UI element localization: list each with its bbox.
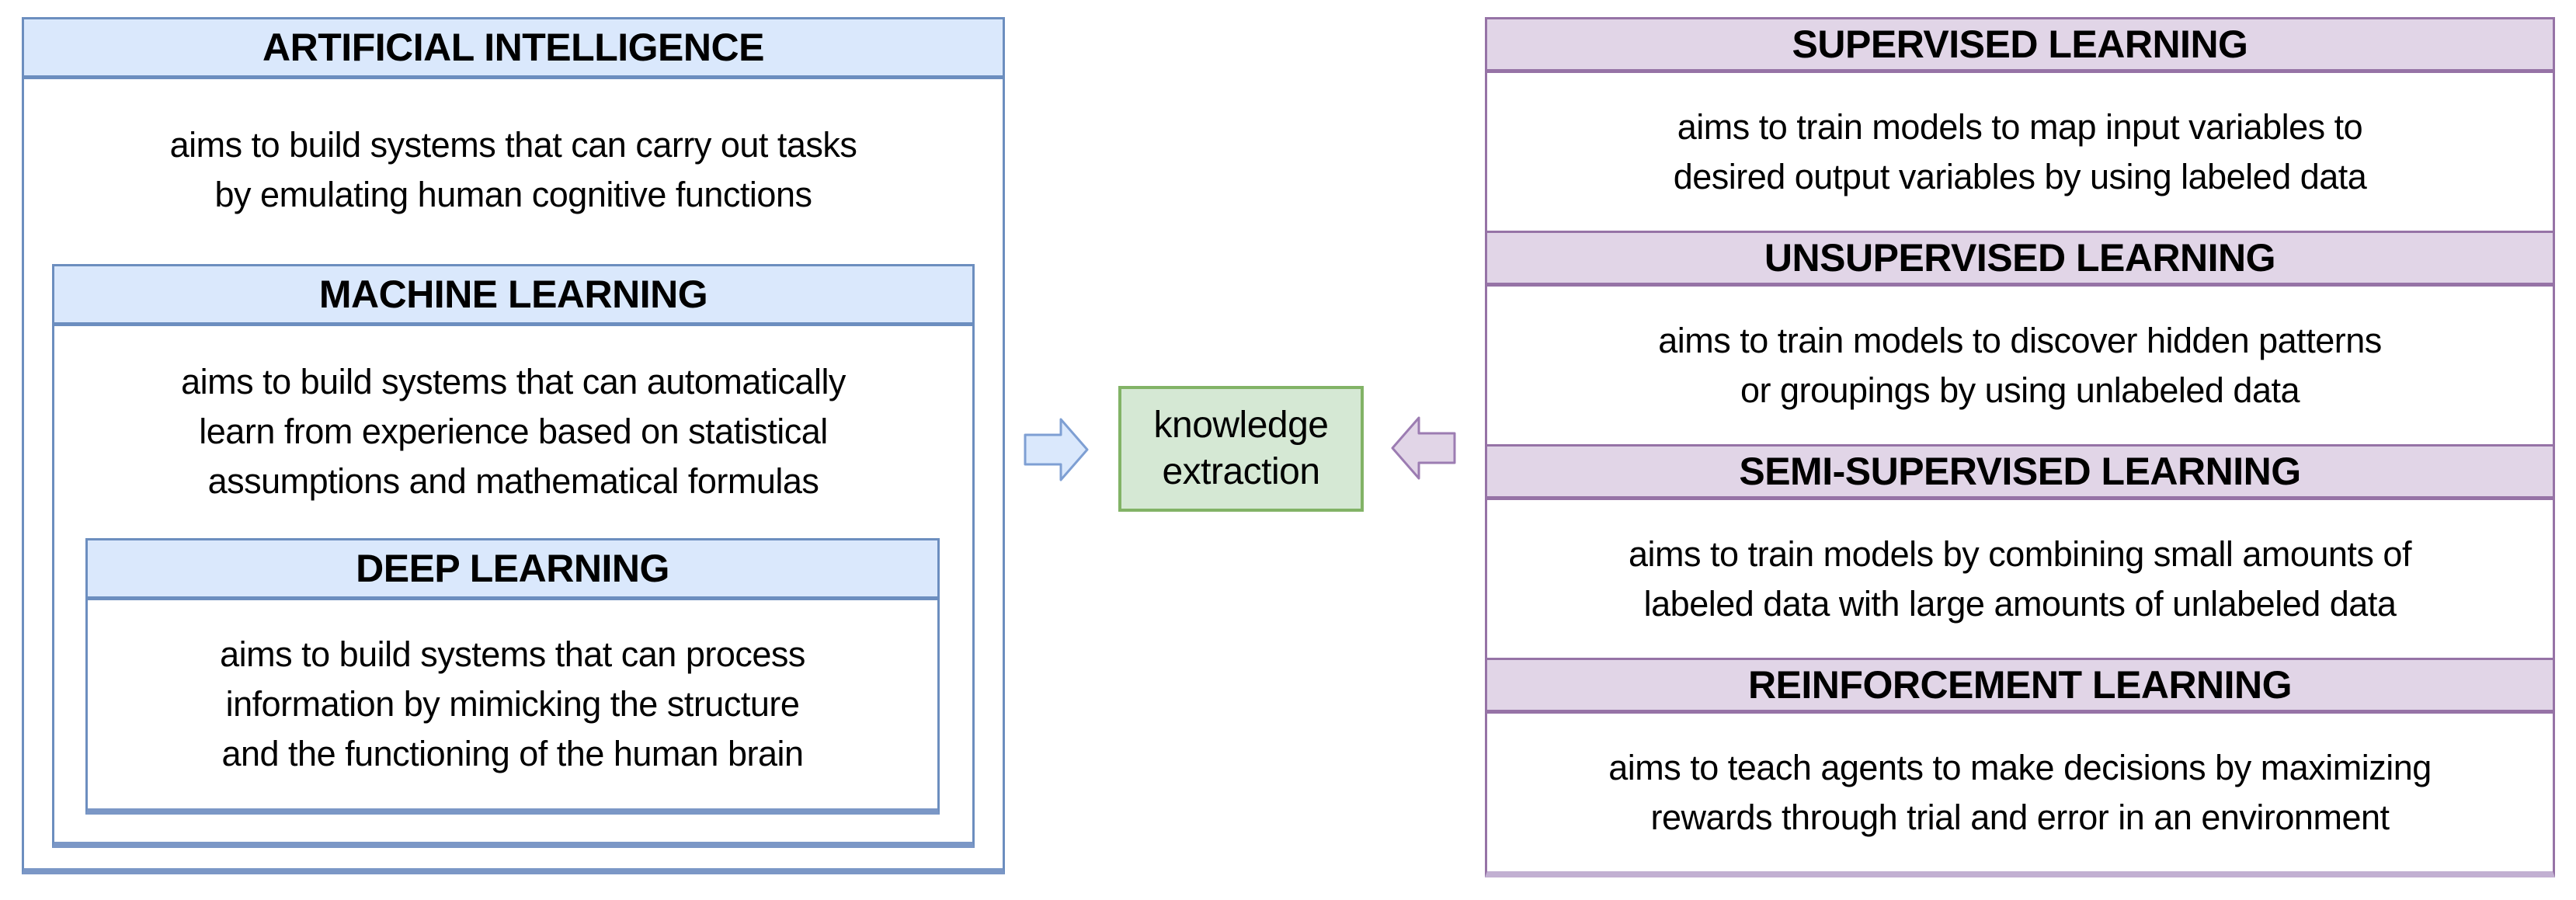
description-line: and the functioning of the human brain	[221, 734, 804, 773]
machine-learning-box: MACHINE LEARNING aims to build systems t…	[52, 264, 975, 848]
description-line: aims to build systems that can carry out…	[169, 125, 857, 165]
description-line: assumptions and mathematical formulas	[207, 461, 819, 501]
artificial-intelligence-title: ARTIFICIAL INTELLIGENCE	[262, 26, 764, 69]
deep-learning-title: DEEP LEARNING	[356, 547, 669, 590]
deep-learning-header: DEEP LEARNING	[88, 540, 937, 600]
description-line: by emulating human cognitive functions	[214, 175, 812, 214]
description-line: learn from experience based on statistic…	[199, 412, 828, 451]
description-line: aims to train models by combining small …	[1629, 533, 2411, 574]
reinforcement-learning-header: REINFORCEMENT LEARNING	[1487, 658, 2553, 714]
description-line: information by mimicking the structure	[225, 684, 800, 724]
description-line: desired output variables by using labele…	[1673, 156, 2367, 196]
description-line: aims to teach agents to make decisions b…	[1608, 747, 2432, 787]
unsupervised-learning-description: aims to train models to discover hidden …	[1487, 287, 2553, 444]
description-line: labeled data with large amounts of unlab…	[1643, 583, 2397, 624]
supervised-learning-title: SUPERVISED LEARNING	[1792, 23, 2248, 66]
machine-learning-header: MACHINE LEARNING	[54, 266, 972, 326]
semi-supervised-learning-header: SEMI-SUPERVISED LEARNING	[1487, 444, 2553, 500]
blue-right-arrow-icon	[1024, 418, 1089, 481]
artificial-intelligence-box: ARTIFICIAL INTELLIGENCE aims to build sy…	[22, 17, 1005, 874]
learning-types-stack: SUPERVISED LEARNING aims to train models…	[1485, 17, 2555, 877]
knowledge-extraction-line: knowledge	[1153, 405, 1330, 446]
machine-learning-title: MACHINE LEARNING	[318, 273, 708, 316]
semi-supervised-learning-description: aims to train models by combining small …	[1487, 500, 2553, 658]
description-line: aims to build systems that can automatic…	[181, 362, 846, 401]
deep-learning-box: DEEP LEARNING aims to build systems that…	[85, 538, 940, 815]
supervised-learning-description: aims to train models to map input variab…	[1487, 73, 2553, 231]
reinforcement-learning-title: REINFORCEMENT LEARNING	[1747, 663, 2293, 707]
artificial-intelligence-header: ARTIFICIAL INTELLIGENCE	[24, 19, 1003, 79]
reinforcement-learning-description: aims to teach agents to make decisions b…	[1487, 714, 2553, 871]
semi-supervised-learning-title: SEMI-SUPERVISED LEARNING	[1739, 450, 2301, 493]
description-line: or groupings by using unlabeled data	[1740, 370, 2300, 410]
description-line: aims to train models to map input variab…	[1677, 106, 2363, 147]
description-line: rewards through trial and error in an en…	[1650, 797, 2390, 837]
artificial-intelligence-description: aims to build systems that can carry out…	[24, 120, 1003, 220]
purple-left-arrow-icon	[1391, 416, 1456, 480]
supervised-learning-header: SUPERVISED LEARNING	[1487, 19, 2553, 73]
knowledge-extraction-line: extraction	[1162, 451, 1320, 492]
unsupervised-learning-title: UNSUPERVISED LEARNING	[1764, 236, 2276, 280]
description-line: aims to train models to discover hidden …	[1658, 320, 2382, 360]
unsupervised-learning-header: UNSUPERVISED LEARNING	[1487, 231, 2553, 287]
knowledge-extraction-box: knowledge extraction	[1118, 386, 1364, 512]
deep-learning-description: aims to build systems that can process i…	[88, 630, 937, 779]
machine-learning-description: aims to build systems that can automatic…	[54, 357, 972, 506]
description-line: aims to build systems that can process	[220, 634, 805, 674]
